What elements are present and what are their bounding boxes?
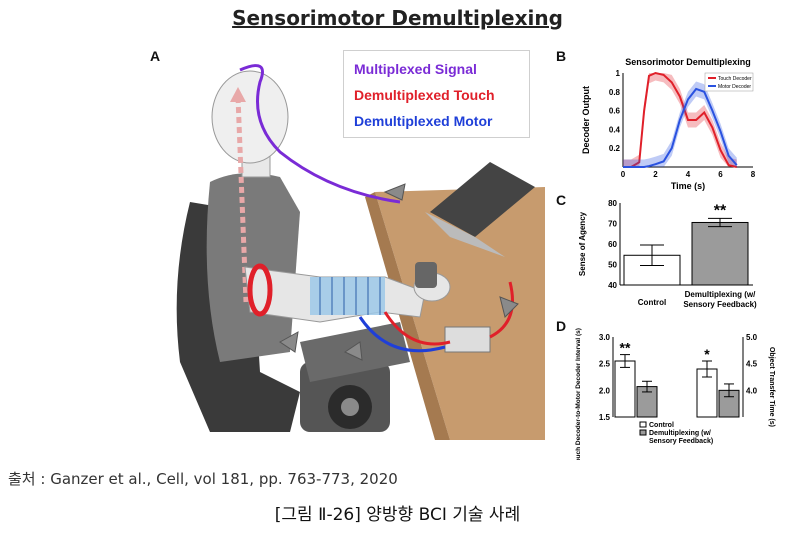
chart-b-ylabel: Decoder Output: [581, 86, 591, 154]
chart-c-xtick: Control: [638, 298, 666, 307]
panel-c-label: C: [556, 192, 567, 208]
chart-b-legend-label: Motor Decoder: [718, 84, 751, 90]
chart-d-ylabel: Touch Decoder-to-Motor Decoder Interval …: [575, 328, 582, 460]
chart-c-xtick: Sensory Feedback): [683, 300, 757, 309]
chart-d-bar: [614, 360, 636, 418]
figure-title-wrap: Sensorimotor Demultiplexing: [0, 6, 795, 30]
flow-arrow-4: [343, 341, 363, 361]
signal-box: [444, 326, 491, 353]
chart-b-series-line: [623, 71, 737, 168]
laptop-base: [425, 212, 505, 257]
touch-cable: [383, 311, 451, 346]
figure-title: Sensorimotor Demultiplexing: [232, 6, 563, 30]
electrode-sleeve: [310, 277, 385, 315]
wheelchair-hub: [341, 398, 359, 416]
chart-c-ytick: 60: [608, 240, 617, 249]
chart-b-ytick: 1: [616, 69, 621, 78]
desk-edge: [365, 192, 450, 440]
signal-legend: Multiplexed Signal Demultiplexed Touch D…: [343, 50, 530, 138]
chart-b-xlabel: Time (s): [671, 181, 705, 191]
chart-d-ytick: 2.0: [599, 386, 611, 395]
chart-d-y2tick: 4.5: [746, 360, 758, 369]
chart-d-y2tick: 4.0: [746, 386, 758, 395]
chart-d-y2tick: 5.0: [746, 333, 758, 342]
legend-touch: Demultiplexed Touch: [354, 87, 495, 103]
spine-arrow: [230, 87, 246, 102]
chart-c-ytick: 50: [608, 261, 617, 270]
panel-d-label: D: [556, 318, 567, 334]
return-cable: [489, 281, 514, 339]
chart-b-series-line: [623, 87, 738, 168]
chart-b-xtick: 6: [718, 170, 723, 179]
chart-b-legend-box: [704, 72, 754, 92]
chart-d: 1.5 2.0 2.5 3.0 4.0 4.5 5.0 Touch Decoder-to-Mo…: [575, 328, 775, 460]
chart-d-legend-label: Demultiplexing (w/: [649, 430, 711, 437]
chart-d-significance: *: [704, 346, 710, 362]
chart-b-legend-label: Touch Decoder: [718, 76, 752, 82]
multiplexed-cable: [239, 64, 401, 204]
chart-d-y2label: Object Transfer Time (s): [768, 347, 775, 427]
legend-motor: Demultiplexed Motor: [354, 113, 493, 129]
chart-d-legend-label: Control: [649, 422, 674, 429]
figure-caption: [그림 Ⅱ-26] 양방향 BCI 기술 사례: [274, 505, 521, 525]
chart-b-xtick: 2: [653, 170, 658, 179]
chart-b: Sensorimotor Demultiplexing 0 2 4 6 8 0.2 0.4 0.…: [581, 57, 756, 191]
chart-c-xtick: Demultiplexing (w/: [685, 290, 756, 299]
chart-d-ytick: 1.5: [599, 413, 611, 422]
laptop-screen: [430, 162, 535, 237]
chart-d-legend-swatch: [639, 429, 647, 436]
chart-d-legend-label: Sensory Feedback): [649, 438, 713, 445]
desk-surface: [375, 187, 545, 440]
patient-illustration: [176, 64, 545, 440]
chart-d-ytick: 3.0: [599, 333, 611, 342]
chart-b-title: Sensorimotor Demultiplexing: [625, 57, 751, 67]
flow-arrow-1: [383, 183, 406, 201]
chart-b-ytick: 0.6: [609, 107, 621, 116]
chart-c-ytick: 70: [608, 220, 617, 229]
source-citation: 출처 : Ganzer et al., Cell, vol 181, pp. 7…: [8, 470, 398, 488]
chart-b-ytick: 0.8: [609, 88, 621, 97]
upper-arm-band: [247, 263, 273, 317]
cup: [415, 262, 437, 288]
flow-arrow-3: [279, 331, 299, 353]
chart-b-ytick: 0.4: [609, 125, 621, 134]
chart-c-ytick: 80: [608, 199, 617, 208]
chart-b-xtick: 8: [751, 170, 756, 179]
sleeve-grid: [319, 277, 381, 315]
chart-b-ytick: 0.2: [609, 144, 621, 153]
chart-c-ylabel: Sense of Agency: [578, 211, 587, 276]
chart-c-bar: [691, 221, 749, 286]
chart-d-ytick: 2.5: [599, 360, 611, 369]
panel-a-label: A: [150, 48, 161, 64]
flow-arrow-2: [499, 296, 519, 318]
chart-b-xtick: 0: [621, 170, 626, 179]
chart-d-legend-swatch: [639, 421, 647, 428]
panel-b-label: B: [556, 48, 567, 64]
chart-b-xtick: 4: [686, 170, 691, 179]
chart-c-ytick: 40: [608, 281, 617, 290]
chart-c-significance: **: [714, 202, 727, 219]
motor-cable: [358, 316, 446, 353]
legend-multiplexed: Multiplexed Signal: [354, 61, 477, 77]
chart-d-significance: **: [620, 340, 631, 356]
